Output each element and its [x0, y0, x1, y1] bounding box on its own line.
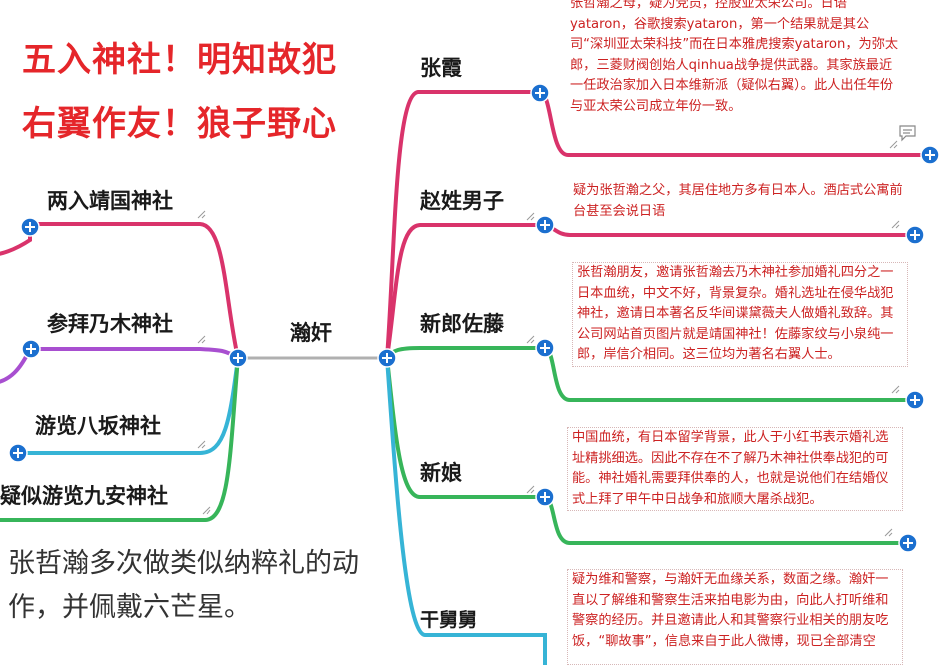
- plus-expand-icon[interactable]: [905, 225, 925, 245]
- person-zhao[interactable]: 赵姓男子: [420, 189, 504, 213]
- plus-expand-icon[interactable]: [535, 215, 555, 235]
- right-connector-zhao: [385, 223, 545, 359]
- plus-expand-icon[interactable]: [20, 217, 40, 237]
- note-sato: 张哲瀚朋友，邀请张哲瀚去乃木神社参加婚礼四分之一日本血统，中文不好，背景复杂。婚…: [572, 262, 908, 367]
- note-connector-zhao: [544, 223, 915, 237]
- left-branch-kuan[interactable]: 疑似游览九安神社: [0, 484, 168, 508]
- plus-expand-icon[interactable]: [228, 348, 248, 368]
- plus-expand-icon[interactable]: [535, 338, 555, 358]
- note-bride: 中国血统，有日本留学背景，此人于小红书表示婚礼选址精挑细选。因此不存在不了解乃木…: [567, 427, 903, 511]
- left-connector-nogi: [0, 347, 240, 384]
- right-connector-zhangxia: [385, 90, 540, 359]
- note-zhangxia: 张哲瀚之母，疑为党员，控股亚太荣公司。日语yataron，谷歌搜索yataron…: [570, 0, 899, 114]
- plus-expand-icon[interactable]: [21, 339, 41, 359]
- note-zhao: 疑为张哲瀚之父，其居住地方多有日本人。酒店式公寓前台甚至会说日语: [573, 183, 903, 219]
- note-uncle: 疑为维和警察，与瀚奸无血缘关系，数面之缘。瀚奸一直以了解维和警察生活来拍电影为由…: [567, 569, 903, 665]
- left-connector-yasukuni: [0, 222, 240, 359]
- left-branch-nogi[interactable]: 参拜乃木神社: [47, 312, 173, 336]
- person-zhangxia[interactable]: 张霞: [420, 56, 462, 80]
- left-branch-yasaka[interactable]: 游览八坂神社: [35, 414, 161, 438]
- left-branch-yasukuni[interactable]: 两入靖国神社: [47, 189, 173, 213]
- right-connector-uncle: [385, 357, 547, 665]
- plus-expand-icon[interactable]: [905, 390, 925, 410]
- plus-expand-icon[interactable]: [898, 533, 918, 553]
- right-connector-bride: [385, 357, 545, 499]
- person-bride[interactable]: 新娘: [420, 461, 462, 485]
- center-node-label[interactable]: 瀚奸: [290, 321, 332, 345]
- person-sato[interactable]: 新郎佐藤: [420, 312, 504, 336]
- comment-icon[interactable]: [899, 125, 916, 142]
- headline-line-1: 五入神社！明知故犯: [22, 40, 337, 80]
- bottom-caption: 张哲瀚多次做类似纳粹礼的动作，并佩戴六芒星。: [8, 548, 359, 623]
- plus-expand-icon[interactable]: [530, 83, 550, 103]
- person-uncle[interactable]: 干舅舅: [420, 609, 478, 631]
- left-connector-kuan: [0, 357, 240, 522]
- right-connector-sato: [385, 346, 545, 360]
- plus-expand-icon[interactable]: [535, 487, 555, 507]
- plus-expand-icon[interactable]: [377, 348, 397, 368]
- plus-expand-icon[interactable]: [920, 145, 940, 165]
- plus-expand-icon[interactable]: [8, 443, 28, 463]
- node-corner-marks: [197, 140, 900, 537]
- headline-line-2: 右翼作友！狼子野心: [22, 104, 337, 144]
